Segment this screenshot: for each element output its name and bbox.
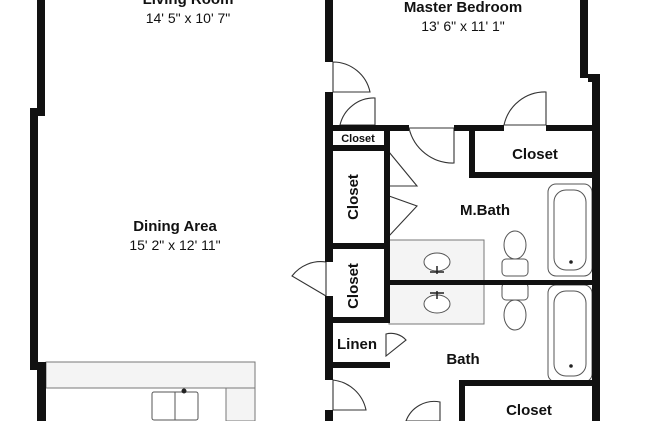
- bath-label: Bath: [446, 351, 479, 368]
- kitchen-counter: [45, 361, 256, 421]
- closet-master-label: Closet: [512, 146, 558, 163]
- master-toilet: [501, 230, 529, 277]
- master-bedroom-dims: 13' 6" x 11' 1": [421, 18, 505, 34]
- linen-closet-label: Linen: [337, 336, 377, 353]
- closet-vertical-lower-label: Closet: [345, 263, 362, 309]
- walls: [30, 0, 600, 421]
- bathtub: [547, 284, 593, 383]
- master-vanity: [388, 239, 485, 283]
- living-room-label: Living Room: [143, 0, 234, 8]
- master-bath-label: M.Bath: [460, 202, 510, 219]
- master-bathtub: [547, 183, 593, 277]
- bath-vanity: [388, 283, 485, 325]
- closet-bath-label: Closet: [506, 402, 552, 419]
- master-bedroom-label: Master Bedroom: [404, 0, 522, 16]
- dining-area-label: Dining Area: [133, 218, 217, 235]
- dining-area-dims: 15' 2" x 12' 11": [129, 237, 220, 253]
- bath-toilet: [501, 282, 529, 331]
- closet-small-label: Closet: [341, 133, 375, 145]
- living-room-dims: 14' 5" x 10' 7": [146, 10, 231, 26]
- door-swings: [291, 61, 547, 421]
- closet-vertical-upper-label: Closet: [345, 174, 362, 220]
